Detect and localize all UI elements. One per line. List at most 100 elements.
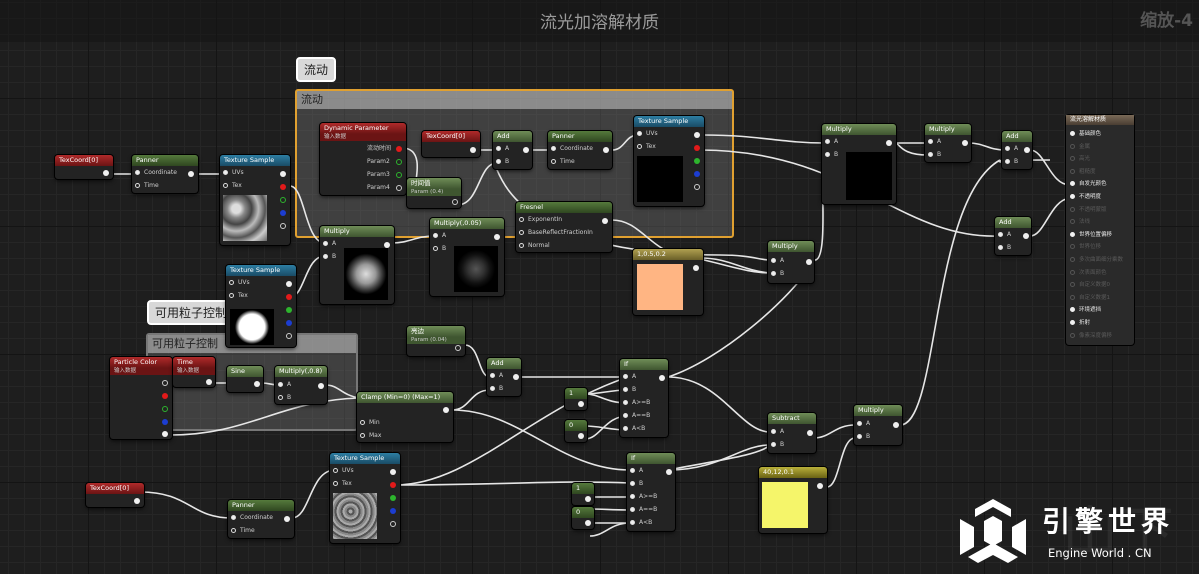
pin-param3[interactable]: Param3 (367, 171, 390, 178)
node-multiply-005[interactable]: Multiply(,0.05) A B (430, 218, 504, 296)
output-pin[interactable] (962, 140, 968, 146)
output-pin[interactable] (384, 242, 390, 248)
pin-coordinate[interactable]: Coordinate (231, 514, 273, 522)
output-pin[interactable] (455, 345, 461, 351)
output-pin-a[interactable] (396, 185, 402, 191)
output-pin[interactable] (470, 147, 476, 153)
material-pin[interactable]: 像素深度偏移 (1070, 331, 1112, 339)
node-clamp[interactable]: Clamp (Min=0) (Max=1) Min Max (357, 392, 453, 442)
material-pin[interactable]: 金属 (1070, 142, 1090, 150)
output-pin[interactable] (284, 516, 290, 522)
material-pin[interactable]: 次表面颜色 (1070, 268, 1107, 276)
pin-coordinate[interactable]: Coordinate (135, 169, 177, 177)
output-pin[interactable] (1024, 147, 1030, 153)
output-pin[interactable] (807, 430, 813, 436)
output-pin[interactable] (443, 407, 449, 413)
material-pin[interactable]: 基础颜色 (1070, 129, 1101, 137)
node-if-top[interactable]: If A B A>=B A==B A<B (620, 359, 668, 437)
node-if-bottom[interactable]: If A B A>=B A==B A<B (627, 453, 675, 531)
output-pin[interactable] (602, 218, 608, 224)
pin-b[interactable]: B (323, 253, 336, 261)
pin-tex[interactable]: Tex (229, 292, 248, 300)
pin-uvs[interactable]: UVs (637, 130, 658, 138)
output-pin[interactable] (390, 469, 396, 475)
node-panner-mid[interactable]: Panner Coordinate Time (548, 131, 612, 169)
node-edge-param[interactable]: 亮边 Param (0.04) (407, 326, 465, 356)
node-add-low[interactable]: Add A B (487, 358, 521, 396)
pin-a[interactable]: A (323, 240, 336, 248)
output-pin[interactable] (280, 171, 286, 177)
node-multiply-08[interactable]: Multiply(,0.8) A B (275, 366, 327, 404)
output-pin-r[interactable] (286, 294, 292, 300)
pin-a-ge-b[interactable]: A>=B (623, 399, 650, 407)
node-const-color-yellow[interactable]: 40,12,0.1 (759, 467, 827, 533)
output-pin[interactable] (578, 401, 584, 407)
output-pin[interactable] (318, 383, 324, 389)
output-pin[interactable] (134, 498, 140, 504)
pin-b[interactable]: B (630, 480, 643, 488)
pin-exponent[interactable]: ExponentIn (519, 216, 562, 224)
output-pin-r[interactable] (694, 145, 700, 151)
node-const-0b[interactable]: 0 (572, 507, 594, 529)
pin-tex[interactable]: Tex (333, 480, 352, 488)
pin-param4[interactable]: Param4 (367, 184, 390, 191)
output-pin[interactable] (286, 281, 292, 287)
pin-b[interactable]: B (857, 433, 870, 441)
output-pin[interactable] (806, 259, 812, 265)
output-pin[interactable] (886, 140, 892, 146)
output-pin[interactable] (666, 469, 672, 475)
output-pin-a[interactable] (286, 333, 292, 339)
output-pin-b[interactable] (390, 508, 396, 514)
pin-time[interactable]: Time (551, 158, 575, 166)
node-panner-low[interactable]: Panner Coordinate Time (228, 500, 294, 538)
node-time[interactable]: Time 输入数据 (173, 357, 215, 387)
pin-flow-time[interactable]: 流动时间 (367, 145, 392, 152)
material-pin[interactable]: 世界位置偏移 (1070, 230, 1112, 238)
pin-normal[interactable]: Normal (519, 242, 550, 250)
output-pin[interactable] (1023, 233, 1029, 239)
output-pin[interactable] (188, 171, 194, 177)
node-add-mid[interactable]: Add A B (493, 131, 532, 169)
pin-a[interactable]: A (771, 257, 784, 265)
pin-b[interactable]: B (623, 386, 636, 394)
output-pin-a[interactable] (162, 431, 168, 437)
pin-uvs[interactable]: UVs (229, 279, 250, 287)
output-pin[interactable] (523, 147, 529, 153)
pin-tex[interactable]: Tex (637, 143, 656, 151)
pin-a[interactable]: A (490, 372, 503, 380)
pin-a[interactable]: A (857, 420, 870, 428)
node-fresnel[interactable]: Fresnel ExponentIn BaseReflectFractionIn… (516, 202, 612, 252)
output-pin[interactable] (817, 483, 823, 489)
pin-tex[interactable]: Tex (223, 182, 242, 190)
pin-a[interactable]: A (278, 381, 291, 389)
node-texcoord-low[interactable]: TexCoord[0] (86, 483, 144, 507)
output-pin[interactable] (494, 234, 500, 240)
output-pin-a[interactable] (280, 223, 286, 229)
output-pin[interactable] (694, 132, 700, 138)
pin-uvs[interactable]: UVs (223, 169, 244, 177)
node-dynamic-parameter[interactable]: Dynamic Parameter 输入数据 流动时间 Param2 Param… (320, 123, 406, 195)
material-pin[interactable]: 自定义数据0 (1070, 280, 1110, 288)
material-pin[interactable]: 自发光颜色 (1070, 179, 1107, 187)
node-multiply-1[interactable]: Multiply A B (320, 226, 394, 304)
pin-time[interactable]: Time (231, 527, 255, 535)
pin-a[interactable]: A (1005, 145, 1018, 153)
material-pin[interactable]: 不透明度 (1070, 192, 1101, 200)
material-pin[interactable]: 不透明蒙版 (1070, 205, 1107, 213)
pin-a[interactable]: A (825, 138, 838, 146)
material-pin[interactable]: 自定义数据1 (1070, 293, 1110, 301)
node-const-1a[interactable]: 1 (565, 388, 587, 410)
node-texcoord-mid[interactable]: TexCoord[0] (422, 131, 480, 157)
pin-a[interactable]: A (433, 232, 446, 240)
output-pin[interactable] (578, 433, 584, 439)
pin-max[interactable]: Max (360, 432, 381, 440)
material-output-node[interactable]: 流光溶解材质 基础颜色金属高光粗糙度自发光颜色不透明度不透明蒙版法线世界位置偏移… (1066, 115, 1134, 345)
node-multiply-top2[interactable]: Multiply A B (925, 124, 971, 162)
pin-b[interactable]: B (278, 394, 291, 402)
pin-a-lt-b[interactable]: A<B (630, 519, 652, 527)
output-pin-a[interactable] (390, 521, 396, 527)
node-add-right[interactable]: Add A B (995, 217, 1031, 255)
output-pin[interactable] (254, 381, 260, 387)
output-pin-g[interactable] (390, 495, 396, 501)
